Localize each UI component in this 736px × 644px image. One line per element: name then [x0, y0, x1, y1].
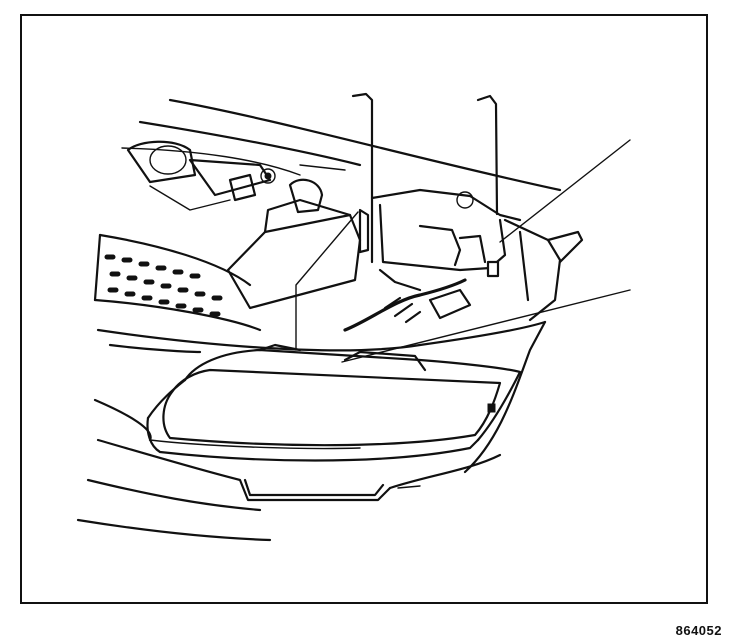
callout-lines [295, 139, 631, 363]
front-fascia [76, 320, 547, 542]
diagram-frame [20, 14, 708, 604]
grille [93, 233, 262, 332]
hood-outline [121, 98, 562, 192]
engine-components [126, 140, 346, 214]
figure-id-label: 864052 [675, 623, 722, 638]
wiring-harness [343, 268, 472, 332]
adjustment-tools [351, 92, 499, 264]
headlamp-lens [146, 343, 522, 462]
grille-slots [104, 254, 223, 317]
headlamp-housing [226, 188, 584, 322]
